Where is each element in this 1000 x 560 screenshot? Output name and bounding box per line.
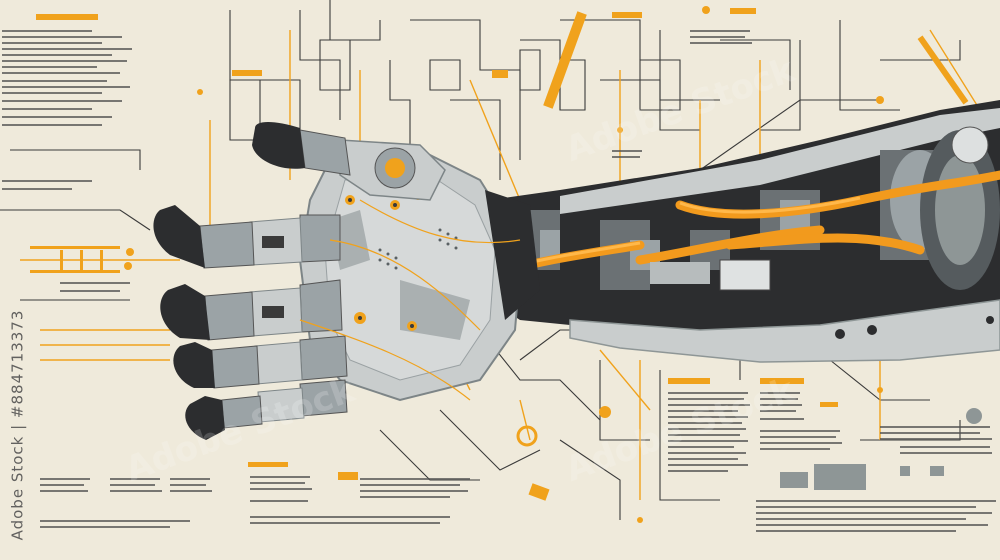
middle-finger: [160, 279, 343, 341]
ring-finger: [173, 335, 348, 389]
part-icons: [780, 408, 982, 490]
little-finger: [185, 379, 348, 440]
stock-id-text: Adobe Stock | #884713373: [8, 309, 26, 541]
text-blocks: [2, 30, 996, 532]
target-ring: [516, 425, 538, 447]
left-bar-gauge: [30, 246, 120, 273]
stock-id-watermark: Adobe Stock | #884713373: [2, 300, 32, 550]
forearm: [485, 100, 1000, 363]
thumb: [252, 122, 446, 201]
circuit-nodes: [124, 6, 884, 523]
robotic-hand: [153, 122, 540, 440]
orange-callouts: [36, 8, 969, 501]
index-finger: [153, 205, 341, 269]
